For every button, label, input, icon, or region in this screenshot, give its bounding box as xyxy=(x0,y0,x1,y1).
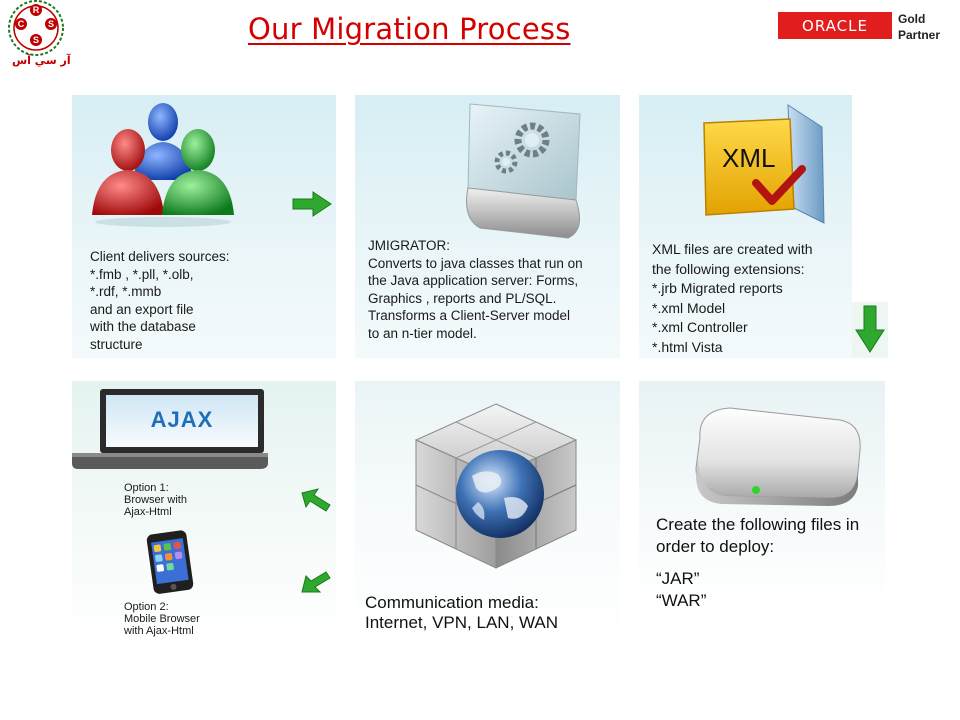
arrow-down-panel xyxy=(852,302,888,358)
arrow-right-icon xyxy=(291,190,333,218)
users-icon xyxy=(88,100,238,230)
option-1-text: Option 1: Browser with Ajax-Html xyxy=(124,482,187,518)
arrow-down-icon xyxy=(855,305,885,353)
deploy-war: “WAR” xyxy=(656,591,707,610)
logo-subtitle: آر سي آس xyxy=(12,54,71,67)
logo-letter-r: R xyxy=(33,5,40,15)
partner-badge: Gold Partner xyxy=(898,11,940,43)
arrow-up-left-icon xyxy=(300,487,332,513)
partner-line-1: Gold xyxy=(898,12,926,26)
deploy-text: Create the following files in order to d… xyxy=(656,515,860,556)
partner-line-2: Partner xyxy=(898,28,941,42)
hard-drive-icon xyxy=(690,398,866,508)
logo-letter-s1: S xyxy=(48,19,54,29)
smartphone-icon xyxy=(140,530,202,594)
arrow-down-left-icon xyxy=(300,570,332,596)
logo-letter-c: C xyxy=(18,19,25,29)
communication-text: Communication media: Internet, VPN, LAN,… xyxy=(365,593,559,632)
page-title: Our Migration Process xyxy=(248,12,571,46)
oracle-logo: ORACLE xyxy=(778,12,892,39)
client-description: Client delivers sources: *.fmb , *.pll, … xyxy=(90,249,230,352)
option-2-text: Option 2: Mobile Browser with Ajax-Html xyxy=(124,601,200,637)
globe-cube-icon xyxy=(408,398,584,574)
rcss-logo: R C S S xyxy=(0,0,72,72)
oracle-logo-text: ORACLE xyxy=(802,16,868,35)
xml-description: XML files are created with the following… xyxy=(652,241,813,355)
jmigrator-description: JMIGRATOR: Converts to java classes that… xyxy=(368,238,583,341)
xml-folder-label: XML xyxy=(722,143,775,173)
deploy-jar: “JAR” xyxy=(656,569,700,588)
gear-panel-icon xyxy=(440,100,590,240)
logo-letter-s2: S xyxy=(33,35,39,45)
xml-folder-icon: XML xyxy=(700,97,830,237)
ajax-label: AJAX xyxy=(151,407,214,432)
laptop-icon: AJAX xyxy=(72,387,268,471)
